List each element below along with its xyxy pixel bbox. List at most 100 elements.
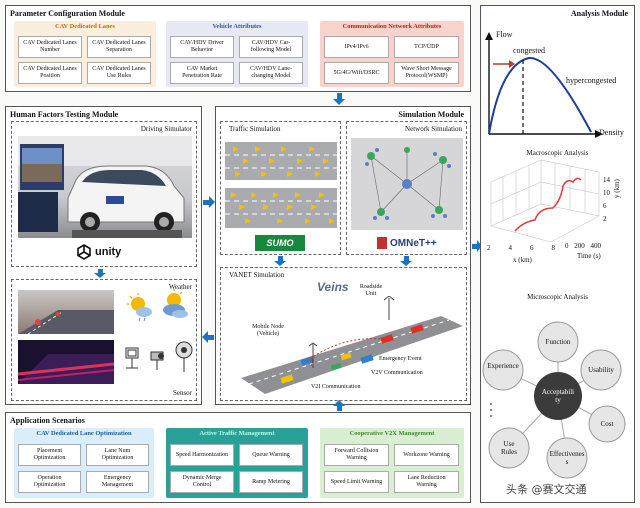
cell: IPv4/IPv6 <box>324 36 389 58</box>
vanet-simulation-panel: VANET Simulation Veins Roadside Unit Mob… <box>220 267 467 401</box>
analysis-module: Analysis Module Flow Density congested h… <box>480 5 635 503</box>
human-factors-module: Human Factors Testing Module Driving Sim… <box>5 106 202 405</box>
cooperative-v2x-group: Cooperative V2X Management Forward Colli… <box>320 428 464 498</box>
x-tick: 6 <box>530 244 534 252</box>
sun-cloud-icon <box>163 289 188 318</box>
cell: Workzone Warning <box>394 444 459 466</box>
night-scene-image <box>18 340 114 384</box>
omnet-icon <box>377 237 387 249</box>
cell: Forward Collision Warning <box>324 444 389 466</box>
arrow-head <box>477 240 482 252</box>
network-graph <box>351 138 463 230</box>
arrow-up <box>337 406 342 411</box>
cell: CAV Market Penetration Rate <box>170 62 234 84</box>
label-emergency-event: Emergency Event <box>379 356 422 362</box>
cell: CAV Dedicated Lanes Number <box>18 36 82 58</box>
arrow-right <box>203 200 209 205</box>
acceptability-diagram <box>482 321 626 479</box>
y-tick: 14 <box>603 176 610 184</box>
unity-icon <box>77 244 91 260</box>
t-tick: 200 <box>574 242 585 250</box>
arrow-down <box>337 93 342 99</box>
unity-label: unity <box>95 246 122 258</box>
node-cost: Cost <box>600 420 614 428</box>
vehicle-attributes-group: Vehicle Attributes CAV/HDV Driver Behavi… <box>166 21 308 87</box>
label-v2i: V2I Communication <box>311 384 361 390</box>
module-title: Analysis Module <box>570 9 628 18</box>
cell: Operation Optimization <box>18 471 81 493</box>
cell: CAV/HDV Lane-changing Model <box>239 62 303 84</box>
arrow-head <box>400 261 412 266</box>
panel-title: Weather <box>168 283 192 291</box>
fd-hypercongested-label: hypercongested <box>566 76 617 85</box>
cell: 5G/4G/Wifi/DSRC <box>324 62 389 84</box>
node-use-rules: Use Rules <box>501 440 517 457</box>
cell: CAV Dedicated Lanes Position <box>18 62 82 84</box>
traj-y-ticks: 14 10 6 2 <box>603 176 610 223</box>
arrow-head <box>94 273 106 278</box>
camera-icon <box>125 347 139 369</box>
panel-title: Network Simulation <box>405 125 462 133</box>
omnet-label: OMNeT++ <box>390 237 437 249</box>
arrow-down <box>98 269 103 273</box>
veins-logo: Veins <box>317 280 349 294</box>
traffic-road-graphic <box>225 142 337 228</box>
fd-xlabel: Density <box>599 128 624 137</box>
cell: Speed Harmonization <box>170 444 234 466</box>
panel-title: Driving Simulator <box>140 125 192 133</box>
traj-x-ticks: 2 4 6 8 <box>487 244 555 252</box>
fundamental-diagram <box>485 32 603 138</box>
group-title: Cooperative V2X Management <box>349 430 435 437</box>
cell: CAV/HDV Car-following Model <box>239 36 303 58</box>
lidar-icon <box>175 341 193 372</box>
simulation-module: Simulation Module Traffic Simulation SUM… <box>215 106 471 405</box>
node-usability: Usability <box>588 366 614 374</box>
label-v2v: V2V Communication <box>371 370 423 376</box>
arrow-head <box>202 331 208 343</box>
microscopic-analysis-label: Microscopic Analysis <box>527 293 588 301</box>
fd-ylabel: Flow <box>496 30 513 39</box>
weather-sensor-panel: Weather Sensor <box>11 279 197 401</box>
x-tick: 8 <box>551 244 556 252</box>
cell: CAV Dedicated Lanes Use Rules <box>87 62 151 84</box>
cell: Ramp Metering <box>239 471 303 493</box>
radar-icon <box>150 351 164 370</box>
arrow-head <box>274 261 286 266</box>
watermark: 头条 @赛文交通 <box>506 483 587 496</box>
panel-title: Sensor <box>172 389 192 397</box>
driving-simulator-panel: Driving Simulator unity <box>11 121 197 267</box>
cell: Dynamic Merge Control <box>170 471 234 493</box>
panel-title: Traffic Simulation <box>229 125 281 133</box>
y-tick: 2 <box>603 215 607 223</box>
arrow-head <box>333 99 345 105</box>
t-tick: 0 <box>565 242 569 250</box>
cell: Emergency Management <box>86 471 149 493</box>
y-tick: 10 <box>603 189 610 197</box>
module-title: Parameter Configuration Module <box>10 9 125 18</box>
cell: TCP/UDP <box>394 36 459 58</box>
communication-attributes-group: Communication Network Attributes IPv4/IP… <box>320 21 464 87</box>
traffic-simulation-panel: Traffic Simulation SUMO <box>220 121 341 255</box>
weather-scene-image <box>18 290 114 334</box>
cell: Wave Short Message Protocol(WSMP) <box>394 62 459 84</box>
arrow-head <box>333 400 345 406</box>
cell: Lane Num Optimization <box>86 444 149 466</box>
node-function: Function <box>545 338 571 346</box>
panel-title: VANET Simulation <box>229 271 285 279</box>
fd-congested-label: congested <box>513 46 545 55</box>
macroscopic-analysis-label: Macroscopic Analysis <box>526 149 589 157</box>
cell: Speed Limit Warning <box>324 471 389 493</box>
module-title: Simulation Module <box>398 110 464 119</box>
arrow-right <box>472 244 477 249</box>
y-tick: 6 <box>603 202 607 210</box>
label-mobile-node: Mobile Node (Vehicle) <box>252 324 284 337</box>
module-title: Human Factors Testing Module <box>10 110 119 119</box>
cell: Placement Optimization <box>18 444 81 466</box>
unity-logo: unity <box>76 243 121 261</box>
group-title: Communication Network Attributes <box>342 23 442 30</box>
group-title: Vehicle Attributes <box>212 23 262 30</box>
arrow-down <box>404 256 409 261</box>
group-title: Active Traffic Management <box>199 430 275 437</box>
trajectory-3d-plot <box>490 159 600 243</box>
traj-ylabel: y (km) <box>613 179 621 198</box>
